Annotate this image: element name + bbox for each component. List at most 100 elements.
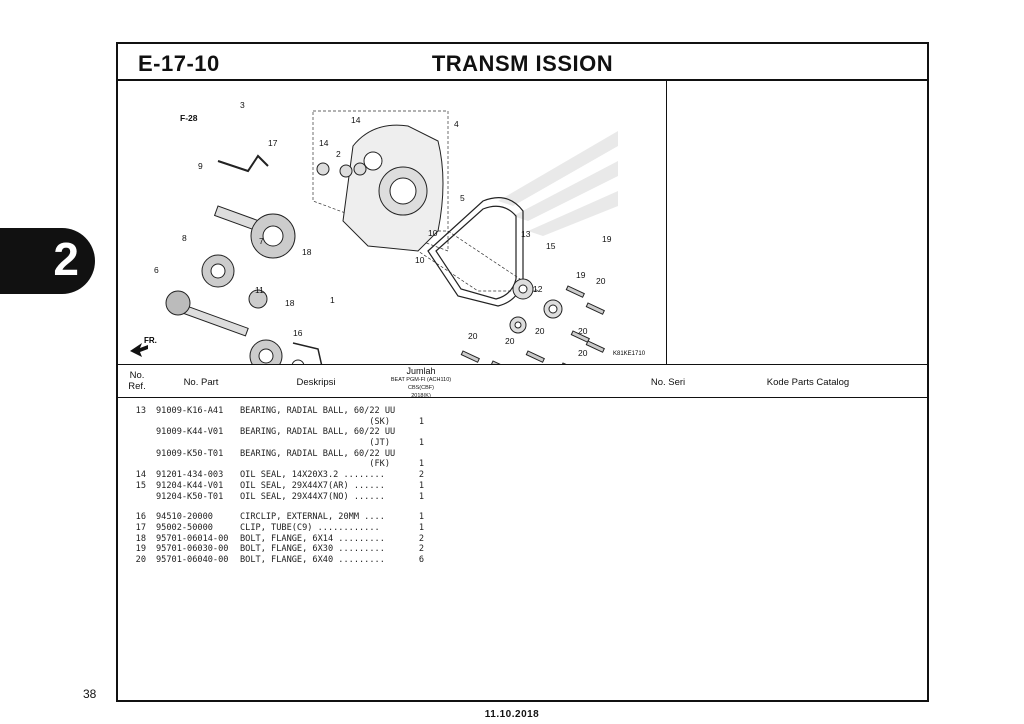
part-description: BEARING, RADIAL BALL, 60/22 UU	[240, 406, 396, 416]
honda-watermark	[498, 131, 618, 236]
ref-label: 4	[454, 119, 459, 129]
ref-label: 19	[602, 234, 612, 244]
ref-label: 11	[255, 285, 264, 295]
bracket	[292, 342, 323, 364]
page-number: 38	[83, 687, 97, 701]
ref-label: 1	[330, 295, 335, 305]
part-number: 91009-K50-T01	[156, 448, 224, 459]
ref-label: 7	[259, 236, 264, 246]
part-number: 91201-434-003	[156, 470, 224, 481]
part-description: BEARING, RADIAL BALL, 60/22 UU	[240, 448, 396, 459]
chapter-number: 2	[53, 233, 79, 285]
ref-label: F-28	[180, 113, 198, 123]
header-no-ref: No. Ref.	[128, 370, 146, 392]
part-ref: 18	[135, 533, 146, 544]
ref-label: 20	[596, 276, 606, 286]
part-number: 95701-06030-00	[156, 544, 229, 555]
part-row-variant: (FK)	[118, 459, 538, 470]
issue-date: 11.10.2018	[484, 709, 540, 720]
front-label: FR.	[144, 336, 157, 345]
part-description: OIL SEAL, 29X44X7(NO) ......	[240, 491, 385, 502]
ref-label: 15	[546, 241, 556, 251]
part-description: BOLT, FLANGE, 6X14 .........	[240, 533, 385, 544]
part-ref: 17	[135, 522, 146, 533]
part-variant: (JT)	[369, 438, 390, 449]
ref-label: 3	[240, 100, 245, 110]
part-ref: 19	[135, 544, 146, 555]
part-number: 91009-K16-A41	[156, 406, 224, 416]
chapter-tab: 2	[0, 228, 95, 294]
flange-bolts	[460, 285, 605, 364]
ref-label: 16	[293, 328, 303, 338]
ref-label: 20	[578, 326, 588, 336]
gear-assembly	[165, 154, 305, 364]
part-description: OIL SEAL, 14X20X3.2 ........	[240, 470, 385, 481]
part-qty: 2	[418, 544, 424, 555]
header-part-no: No. Part	[183, 377, 219, 388]
part-row-variant: (SK)	[118, 417, 538, 428]
part-number: 94510-20000	[156, 512, 213, 523]
ref-label: 5	[460, 193, 465, 203]
part-qty: 1	[418, 459, 424, 470]
ref-label: 14	[319, 138, 329, 148]
part-row-variant: (JT)	[118, 438, 538, 449]
parts-group-gap	[118, 502, 538, 512]
part-qty: 6	[418, 554, 424, 565]
ref-label: 13	[521, 229, 531, 239]
part-qty: 1	[418, 491, 424, 502]
page-title: TRANSM ISSION	[431, 51, 614, 76]
part-number: 91204-K44-V01	[156, 480, 224, 491]
transmission-exploded-view: F-28314414217958718101013151961920111218…	[130, 100, 646, 364]
part-number: 95701-06040-00	[156, 554, 229, 565]
ref-label: 2	[336, 149, 341, 159]
part-ref: 14	[135, 470, 146, 481]
ref-label: 12	[533, 284, 543, 294]
part-description: CLIP, TUBE(C9) ............	[240, 522, 380, 533]
part-description: CIRCLIP, EXTERNAL, 20MM ....	[240, 512, 385, 523]
ref-label: 20	[468, 331, 478, 341]
part-qty: 1	[418, 522, 424, 533]
ref-label: 18	[285, 298, 295, 308]
part-qty: 1	[418, 512, 424, 523]
part-row: 15 91204-K44-V01 OIL SEAL, 29X44X7(AR) ...…	[118, 481, 538, 492]
ref-label: 20	[578, 348, 588, 358]
part-ref: 13	[135, 406, 146, 416]
transmission-case	[342, 124, 444, 252]
ref-label: 10	[415, 255, 425, 265]
part-qty: 1	[418, 416, 424, 427]
part-description: BOLT, FLANGE, 6X30 .........	[240, 544, 385, 555]
part-qty: 2	[418, 533, 424, 544]
header-qty: Jumlah BEAT PGM-FI (ACH110) CBS(CBF) 201…	[390, 366, 452, 399]
part-row: 91009-K50-T01 BEARING, RADIAL BALL, 60/22…	[118, 448, 538, 470]
ref-label: 19	[576, 270, 586, 280]
part-qty: 1	[418, 438, 424, 449]
ref-label: 20	[535, 326, 545, 336]
part-qty: 1	[418, 480, 424, 491]
part-description: BOLT, FLANGE, 6X40 .........	[240, 554, 385, 565]
header-catalog-code: Kode Parts Catalog	[766, 377, 850, 388]
part-row: 91204-K50-T01 OIL SEAL, 29X44X7(NO) .....…	[118, 492, 538, 503]
part-ref: 15	[135, 480, 146, 491]
header-serial-no: No. Seri	[650, 377, 686, 388]
part-row: 19 95701-06030-00 BOLT, FLANGE, 6X30 .....…	[118, 544, 538, 555]
part-number: 91204-K50-T01	[156, 491, 224, 502]
ref-label: 20	[505, 336, 515, 346]
front-arrow	[130, 343, 148, 357]
ref-label: 14	[351, 115, 361, 125]
part-description: OIL SEAL, 29X44X7(AR) ......	[240, 480, 385, 491]
part-variant: (SK)	[369, 416, 390, 427]
figure-code: K81KE1710	[613, 351, 646, 357]
part-variant: (FK)	[369, 459, 390, 470]
ref-label: 10	[428, 228, 438, 238]
part-description: BEARING, RADIAL BALL, 60/22 UU	[240, 427, 396, 438]
ref-label: 6	[154, 265, 159, 275]
ref-label: 9	[198, 161, 203, 171]
ref-label: 8	[182, 233, 187, 243]
